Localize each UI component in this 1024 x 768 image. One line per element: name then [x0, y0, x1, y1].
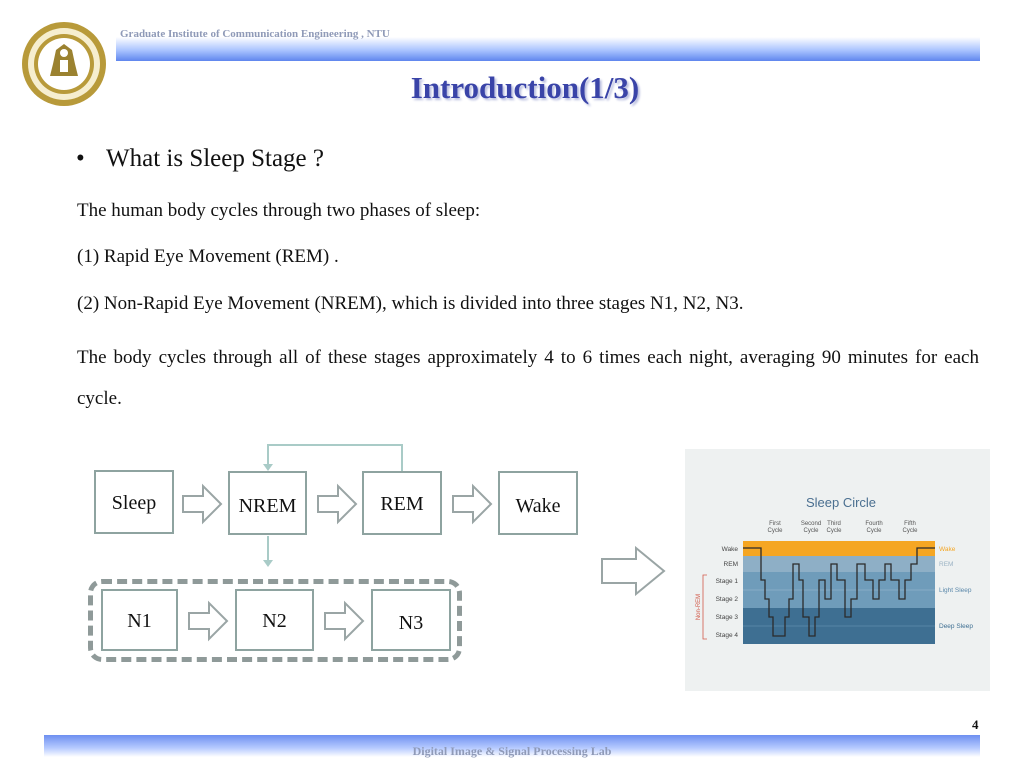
- stage-label: Wake: [722, 546, 739, 553]
- slide-title: Introduction(1/3): [410, 70, 640, 105]
- right-label-light: Light Sleep: [939, 587, 972, 594]
- stage-label: Stage 2: [716, 596, 739, 603]
- sleep-circle-chart: Sleep Circle First Cycle Second Cycle Th…: [696, 495, 973, 644]
- cycle-label: Cycle: [826, 528, 842, 534]
- stage-label: Stage 4: [716, 632, 739, 639]
- arrow-right-icon: [182, 483, 223, 525]
- sleep-circle-title: Sleep Circle: [806, 495, 876, 510]
- intro-line-1: The human body cycles through two phases…: [77, 200, 481, 221]
- hypnogram-trace: [743, 547, 935, 637]
- rem-band: [743, 556, 935, 572]
- cycle-label: Third: [827, 521, 841, 527]
- stage-label: Stage 3: [716, 614, 739, 621]
- intro-line-2: (1) Rapid Eye Movement (REM) .: [77, 246, 339, 267]
- institute-name: Graduate Institute of Communication Engi…: [120, 28, 390, 40]
- arrow-right-icon: [188, 600, 229, 642]
- bullet-text: What is Sleep Stage ?: [106, 145, 324, 172]
- n3-label: N3: [398, 612, 424, 634]
- nrem-label: NREM: [238, 495, 297, 517]
- wake-band: [743, 541, 935, 556]
- page-number: 4: [972, 717, 979, 732]
- wake-label: Wake: [515, 495, 561, 517]
- cycle-label: Cycle: [803, 528, 819, 534]
- arrow-right-icon: [452, 483, 493, 525]
- n1-label: N1: [127, 610, 152, 632]
- n1-box: N1: [101, 589, 178, 651]
- footer-bar: [44, 735, 980, 757]
- arrow-right-icon: [324, 600, 365, 642]
- cycle-label: Second: [801, 521, 821, 527]
- stage-label: REM: [724, 561, 738, 568]
- rem-loop-connector: [263, 444, 403, 567]
- nrem-box: NREM: [228, 471, 307, 535]
- cycle-label: Cycle: [902, 528, 918, 534]
- ntu-logo: [22, 22, 106, 106]
- sleep-circle-image: Sleep Circle First Cycle Second Cycle Th…: [685, 449, 990, 691]
- cycle-label: Cycle: [767, 528, 783, 534]
- bullet-item: • What is Sleep Stage ?: [76, 145, 324, 173]
- wake-box: Wake: [498, 471, 578, 535]
- rem-box: REM: [362, 471, 442, 535]
- cycle-label: Fifth: [904, 521, 916, 527]
- bullet-icon: •: [76, 145, 85, 172]
- intro-line-3: (2) Non-Rapid Eye Movement (NREM), which…: [77, 293, 744, 314]
- lab-name: Digital Image & Signal Processing Lab: [412, 744, 612, 758]
- n3-box: N3: [371, 589, 451, 651]
- cycle-label: Fourth: [865, 521, 882, 527]
- cycle-label: First: [769, 521, 781, 527]
- arrow-right-icon: [317, 483, 358, 525]
- intro-line-4: The body cycles through all of these sta…: [77, 347, 979, 409]
- header-bar: [116, 37, 980, 61]
- cycle-label: Cycle: [866, 528, 882, 534]
- sleep-label: Sleep: [111, 492, 157, 514]
- n2-box: N2: [235, 589, 314, 651]
- sleep-box: Sleep: [94, 470, 174, 534]
- rem-label: REM: [380, 493, 424, 515]
- nrem-stages-group: [88, 579, 462, 662]
- large-arrow-right-icon: [601, 546, 666, 596]
- right-label-wake: Wake: [939, 546, 956, 553]
- right-label-rem: REM: [939, 561, 953, 568]
- right-label-deep: Deep Sleep: [939, 623, 973, 630]
- non-rem-label: Non-REM: [696, 594, 702, 620]
- stage-label: Stage 1: [716, 578, 739, 585]
- n2-label: N2: [262, 610, 287, 632]
